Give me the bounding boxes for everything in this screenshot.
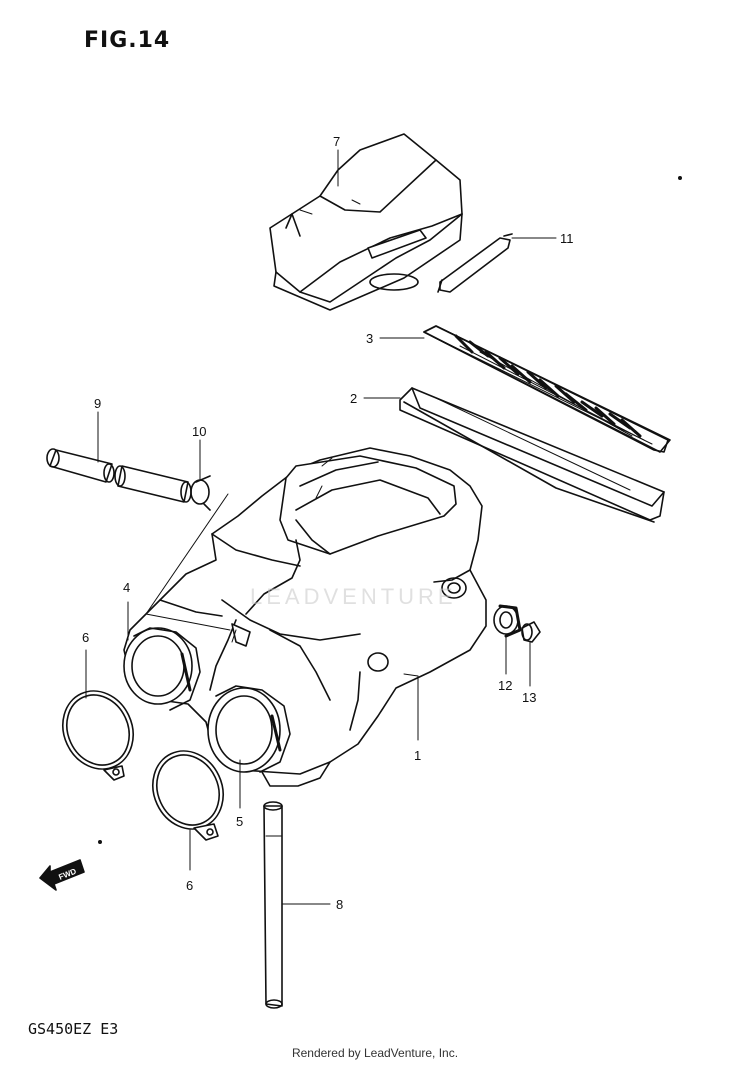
drain-tube-part[interactable] xyxy=(264,802,282,1008)
watermark: LEADVENTURE xyxy=(250,584,457,609)
hose-clamp-part[interactable] xyxy=(140,739,235,840)
footer-credit: Rendered by LeadVenture, Inc. xyxy=(291,1046,459,1060)
collar-part[interactable] xyxy=(522,622,540,642)
filter-mesh-part[interactable] xyxy=(424,326,670,452)
hose-clamp-part[interactable] xyxy=(50,679,145,780)
right-intake-boot-part[interactable] xyxy=(208,686,290,772)
intake-cover-part[interactable] xyxy=(270,134,462,310)
callout-labels: 7 11 3 2 1 4 5 6 6 8 9 10 12 13 FWD xyxy=(57,134,573,912)
hose-clip-part[interactable] xyxy=(191,476,210,510)
callout-label: 3 xyxy=(366,331,373,346)
air-box-housing-part[interactable] xyxy=(124,448,486,786)
callout-label: 6 xyxy=(82,630,89,645)
callout-label: 13 xyxy=(522,690,536,705)
callout-label: 8 xyxy=(336,897,343,912)
callout-label: 1 xyxy=(414,748,421,763)
clip-part[interactable] xyxy=(438,234,512,292)
speck-mark xyxy=(679,177,681,179)
callout-label: 10 xyxy=(192,424,206,439)
speck-mark xyxy=(99,841,101,843)
callout-label: 6 xyxy=(186,878,193,893)
callout-label: 5 xyxy=(236,814,243,829)
breather-hose-part[interactable] xyxy=(47,449,191,502)
callout-label: 7 xyxy=(333,134,340,149)
leader-lines xyxy=(86,150,556,904)
grommet-part[interactable] xyxy=(494,606,520,636)
left-intake-boot-part[interactable] xyxy=(124,628,200,710)
callout-label: 9 xyxy=(94,396,101,411)
model-code: GS450EZ E3 xyxy=(28,1020,119,1038)
forward-arrow-icon xyxy=(40,860,84,890)
figure-title: FIG.14 xyxy=(84,28,171,53)
filter-element-part[interactable] xyxy=(400,388,664,522)
callout-label: 12 xyxy=(498,678,512,693)
callout-label: 11 xyxy=(560,231,574,246)
callout-label: 2 xyxy=(350,391,357,406)
callout-label: 4 xyxy=(123,580,130,595)
